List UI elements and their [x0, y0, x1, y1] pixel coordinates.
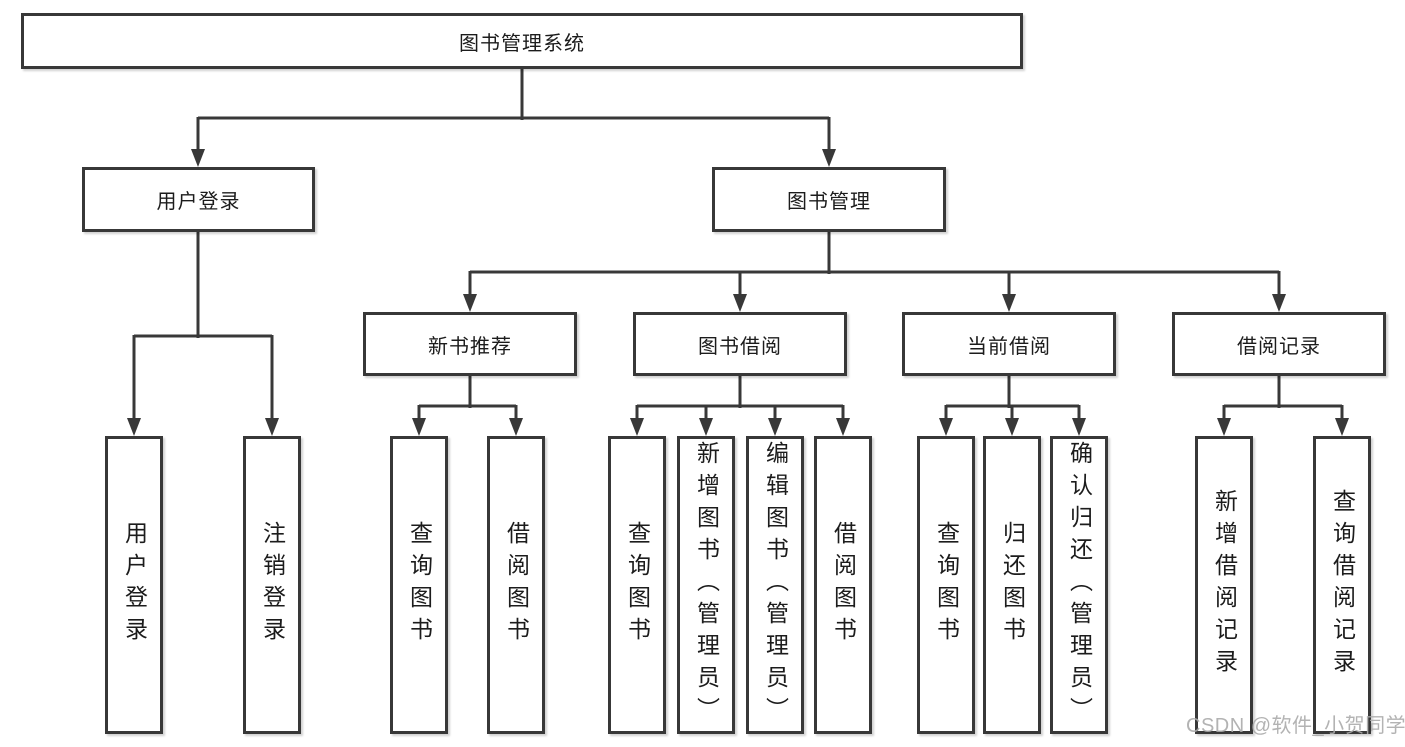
leaf-query-books-current: 查询图书 [917, 436, 975, 734]
node-book-borrowing: 图书借阅 [633, 312, 847, 376]
node-label: 查询借阅记录 [1329, 489, 1356, 681]
arrow-down-icon [822, 149, 836, 167]
node-label: 确认归还（管理员） [1066, 441, 1093, 729]
node-label: 查询图书 [933, 521, 960, 649]
leaf-query-borrow-record: 查询借阅记录 [1313, 436, 1371, 734]
node-label: 用户登录 [156, 191, 241, 213]
node-label: 新增借阅记录 [1211, 489, 1238, 681]
arrow-down-icon [836, 418, 850, 436]
leaf-borrow-books: 借阅图书 [814, 436, 872, 734]
node-label: 图书借阅 [698, 335, 782, 358]
arrow-down-icon [191, 149, 205, 167]
leaf-confirm-return-admin: 确认归还（管理员） [1050, 436, 1108, 734]
leaf-user-login: 用户登录 [105, 436, 163, 734]
connector-lines [132, 69, 1344, 421]
arrow-down-icon [1005, 418, 1019, 436]
node-label: 借阅图书 [830, 521, 857, 649]
node-label: 用户登录 [121, 521, 148, 649]
arrow-down-icon [630, 418, 644, 436]
node-label: 当前借阅 [967, 335, 1051, 358]
node-new-book-recommendation: 新书推荐 [363, 312, 577, 376]
node-label: 归还图书 [999, 521, 1026, 649]
arrow-down-icon [265, 418, 279, 436]
arrow-down-icon [463, 294, 477, 312]
arrow-down-icon [127, 418, 141, 436]
leaf-query-books-borrowing: 查询图书 [608, 436, 666, 734]
leaf-borrow-books-recommend: 借阅图书 [487, 436, 545, 734]
arrow-down-icon [509, 418, 523, 436]
node-label: 查询图书 [624, 521, 651, 649]
arrow-down-icon [699, 418, 713, 436]
arrow-down-icon [412, 418, 426, 436]
node-borrowing-records: 借阅记录 [1172, 312, 1386, 376]
arrow-down-icon [1335, 418, 1349, 436]
node-book-management: 图书管理 [712, 167, 946, 232]
node-label: 编辑图书（管理员） [762, 441, 789, 729]
leaf-add-book-admin: 新增图书（管理员） [677, 436, 735, 734]
leaf-edit-book-admin: 编辑图书（管理员） [746, 436, 804, 734]
leaf-logout: 注销登录 [243, 436, 301, 734]
node-label: 注销登录 [259, 521, 286, 649]
node-library-management-system: 图书管理系统 [21, 13, 1023, 69]
arrow-down-icon [1272, 294, 1286, 312]
node-label: 图书管理系统 [459, 32, 585, 55]
watermark: CSDN @软件_小贺同学 [1186, 715, 1405, 737]
node-label: 新增图书（管理员） [693, 441, 720, 729]
node-label: 借阅图书 [503, 521, 530, 649]
arrow-down-icon [1002, 294, 1016, 312]
leaf-add-borrow-record: 新增借阅记录 [1195, 436, 1253, 734]
leaf-query-books-recommend: 查询图书 [390, 436, 448, 734]
arrow-down-icon [939, 418, 953, 436]
node-label: 图书管理 [787, 191, 871, 213]
arrow-down-icon [733, 294, 747, 312]
arrow-down-icon [1072, 418, 1086, 436]
arrowheads [127, 149, 1349, 436]
arrow-down-icon [768, 418, 782, 436]
leaf-return-books: 归还图书 [983, 436, 1041, 734]
node-user-login: 用户登录 [82, 167, 315, 232]
node-label: 新书推荐 [428, 335, 512, 358]
node-label: 借阅记录 [1237, 335, 1321, 358]
arrow-down-icon [1217, 418, 1231, 436]
node-current-borrowing: 当前借阅 [902, 312, 1116, 376]
node-label: 查询图书 [406, 521, 433, 649]
